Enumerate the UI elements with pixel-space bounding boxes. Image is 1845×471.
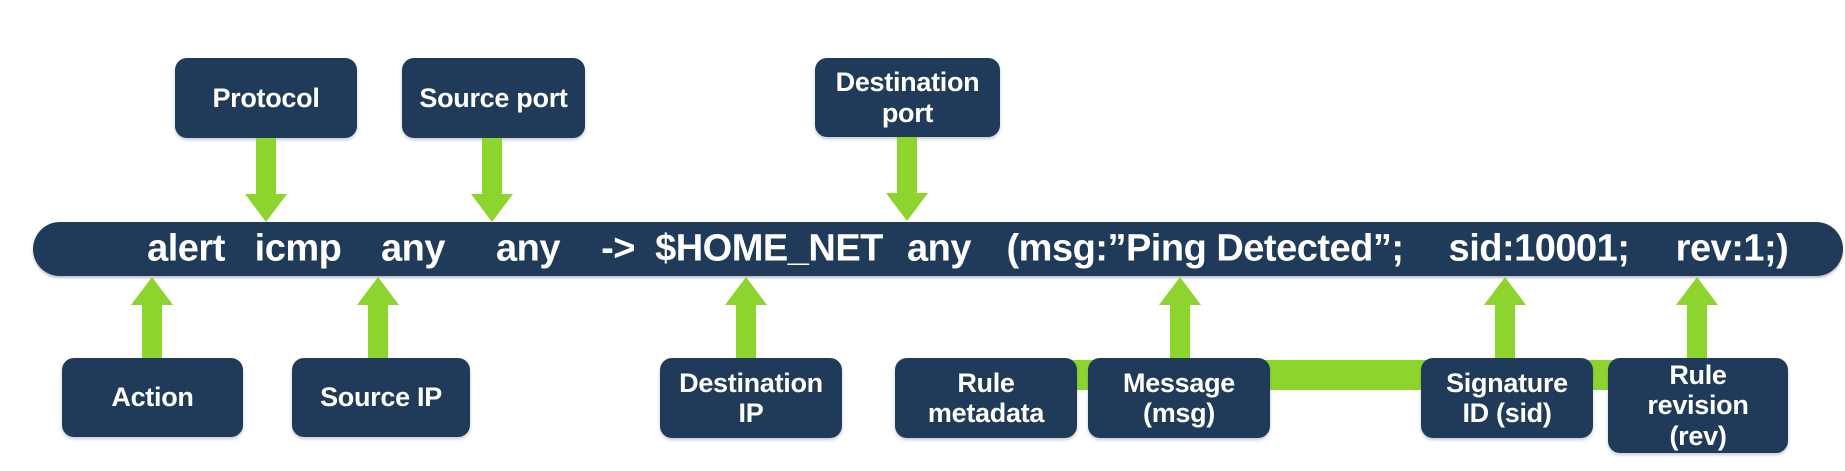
protocol-down-arrow-icon: [245, 138, 287, 222]
arrow-shaft: [256, 138, 276, 196]
destination-ip-label-box: Destination IP: [660, 358, 842, 438]
snort-rule-pill: alert icmp any any -> $HOME_NET any (msg…: [33, 222, 1843, 276]
rule-token-destination-ip: $HOME_NET: [655, 227, 883, 270]
rule-token-direction-operator: ->: [601, 227, 635, 270]
arrow-shaft: [1170, 303, 1190, 358]
rule-metadata-label-box: Rule metadata: [895, 358, 1077, 438]
destination-port-down-arrow-icon: [886, 137, 928, 222]
destination-ip-up-arrow-icon: [725, 277, 767, 358]
rule-revision-label-box: Rule revision (rev): [1608, 358, 1788, 453]
protocol-label-box: Protocol: [175, 58, 357, 138]
signature-id-label-box: Signature ID (sid): [1421, 358, 1593, 438]
message-up-arrow-icon: [1159, 277, 1201, 358]
rule-token-source-port: any: [496, 227, 560, 270]
source-ip-up-arrow-icon: [357, 277, 399, 358]
arrow-head: [1676, 277, 1718, 305]
rule-token-msg-option: (msg:”Ping Detected”;: [1006, 227, 1404, 270]
arrow-head: [471, 194, 513, 222]
arrow-head: [131, 277, 173, 305]
arrow-shaft: [368, 303, 388, 358]
arrow-head: [1484, 277, 1526, 305]
arrow-shaft: [1687, 303, 1707, 358]
signature-id-up-arrow-icon: [1484, 277, 1526, 358]
rule-token-source-ip: any: [381, 227, 445, 270]
message-label-box: Message (msg): [1088, 358, 1270, 438]
rule-token-destination-port: any: [907, 227, 971, 270]
rule-token-action: alert: [147, 227, 225, 270]
action-up-arrow-icon: [131, 277, 173, 358]
arrow-head: [886, 193, 928, 221]
arrow-shaft: [142, 303, 162, 358]
arrow-head: [245, 194, 287, 222]
arrow-head: [357, 277, 399, 305]
arrow-head: [725, 277, 767, 305]
rule-token-sid-option: sid:10001;: [1448, 227, 1630, 270]
arrow-shaft: [1495, 303, 1515, 358]
source-port-label-box: Source port: [402, 58, 585, 138]
destination-port-label-box: Destination port: [815, 58, 1000, 137]
arrow-head: [1159, 277, 1201, 305]
arrow-shaft: [736, 303, 756, 358]
rule-token-protocol: icmp: [254, 227, 342, 270]
source-ip-label-box: Source IP: [292, 358, 470, 437]
source-port-down-arrow-icon: [471, 138, 513, 222]
rule-token-rev-option: rev:1;): [1675, 227, 1789, 270]
rule-revision-up-arrow-icon: [1676, 277, 1718, 358]
arrow-shaft: [897, 137, 917, 195]
arrow-shaft: [482, 138, 502, 196]
action-label-box: Action: [62, 358, 243, 437]
